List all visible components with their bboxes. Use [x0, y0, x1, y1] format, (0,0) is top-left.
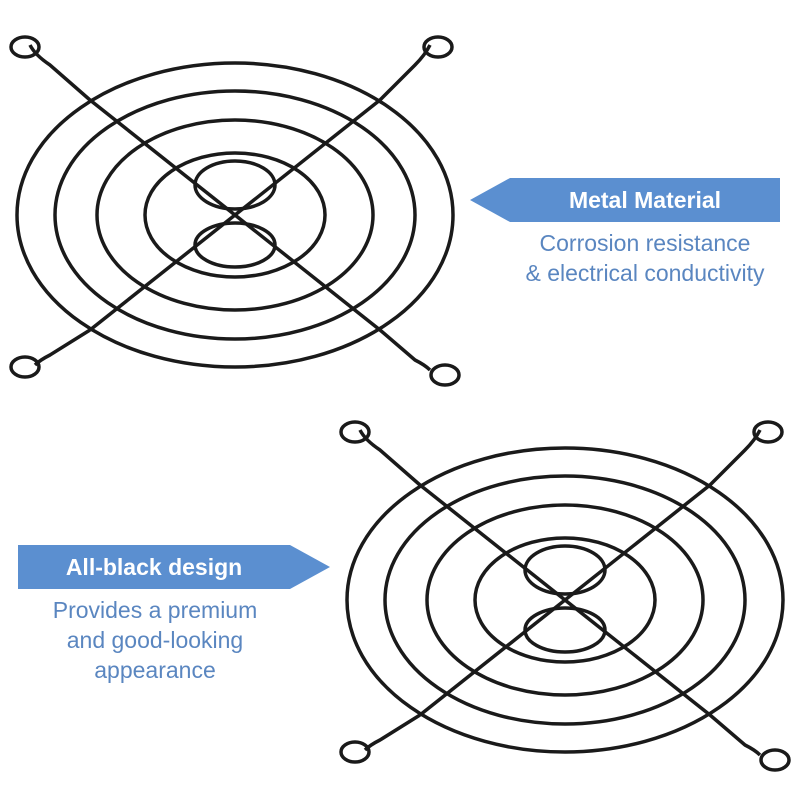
right-arrow-icon — [18, 545, 330, 589]
metal-material-label: Metal Material — [470, 178, 780, 222]
metal-material-description: Corrosion resistance & electrical conduc… — [525, 230, 765, 286]
fan-grill-image-bottom — [335, 420, 795, 780]
all-black-design-label: All-black design — [18, 545, 330, 589]
all-black-design-description: Provides a premium and good-looking appe… — [52, 597, 258, 683]
left-arrow-icon — [470, 178, 780, 222]
fan-grill-image-top — [5, 35, 465, 395]
